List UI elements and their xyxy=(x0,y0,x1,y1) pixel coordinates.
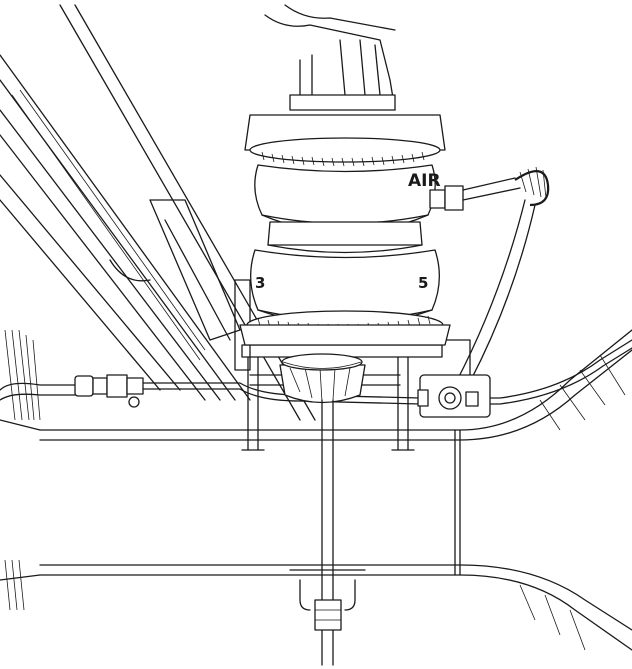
spring-number-left: 3 xyxy=(255,274,265,292)
spring-labels: AIR 3 5 xyxy=(255,171,441,292)
axle-housing xyxy=(0,419,461,581)
lower-bracket xyxy=(234,279,471,451)
brand-text-partial: AIR xyxy=(408,171,441,191)
coiled-air-line xyxy=(514,166,550,207)
lower-plate xyxy=(239,310,451,346)
spring-number-right: 5 xyxy=(418,274,428,292)
girdle-ring xyxy=(267,221,423,254)
air-inlet-fitting xyxy=(429,177,521,211)
upper-plate xyxy=(244,114,446,167)
upper-mount xyxy=(264,4,396,111)
air-line-horizontal xyxy=(142,339,632,405)
frame-rails xyxy=(0,4,316,421)
left-hatching xyxy=(4,329,41,611)
brake-line-left xyxy=(0,374,144,408)
center-bolt xyxy=(289,399,366,666)
valve-fitting xyxy=(417,374,491,418)
bump-stop xyxy=(279,353,366,404)
air-hose-vertical xyxy=(451,199,536,396)
right-flared-tube xyxy=(459,329,632,651)
